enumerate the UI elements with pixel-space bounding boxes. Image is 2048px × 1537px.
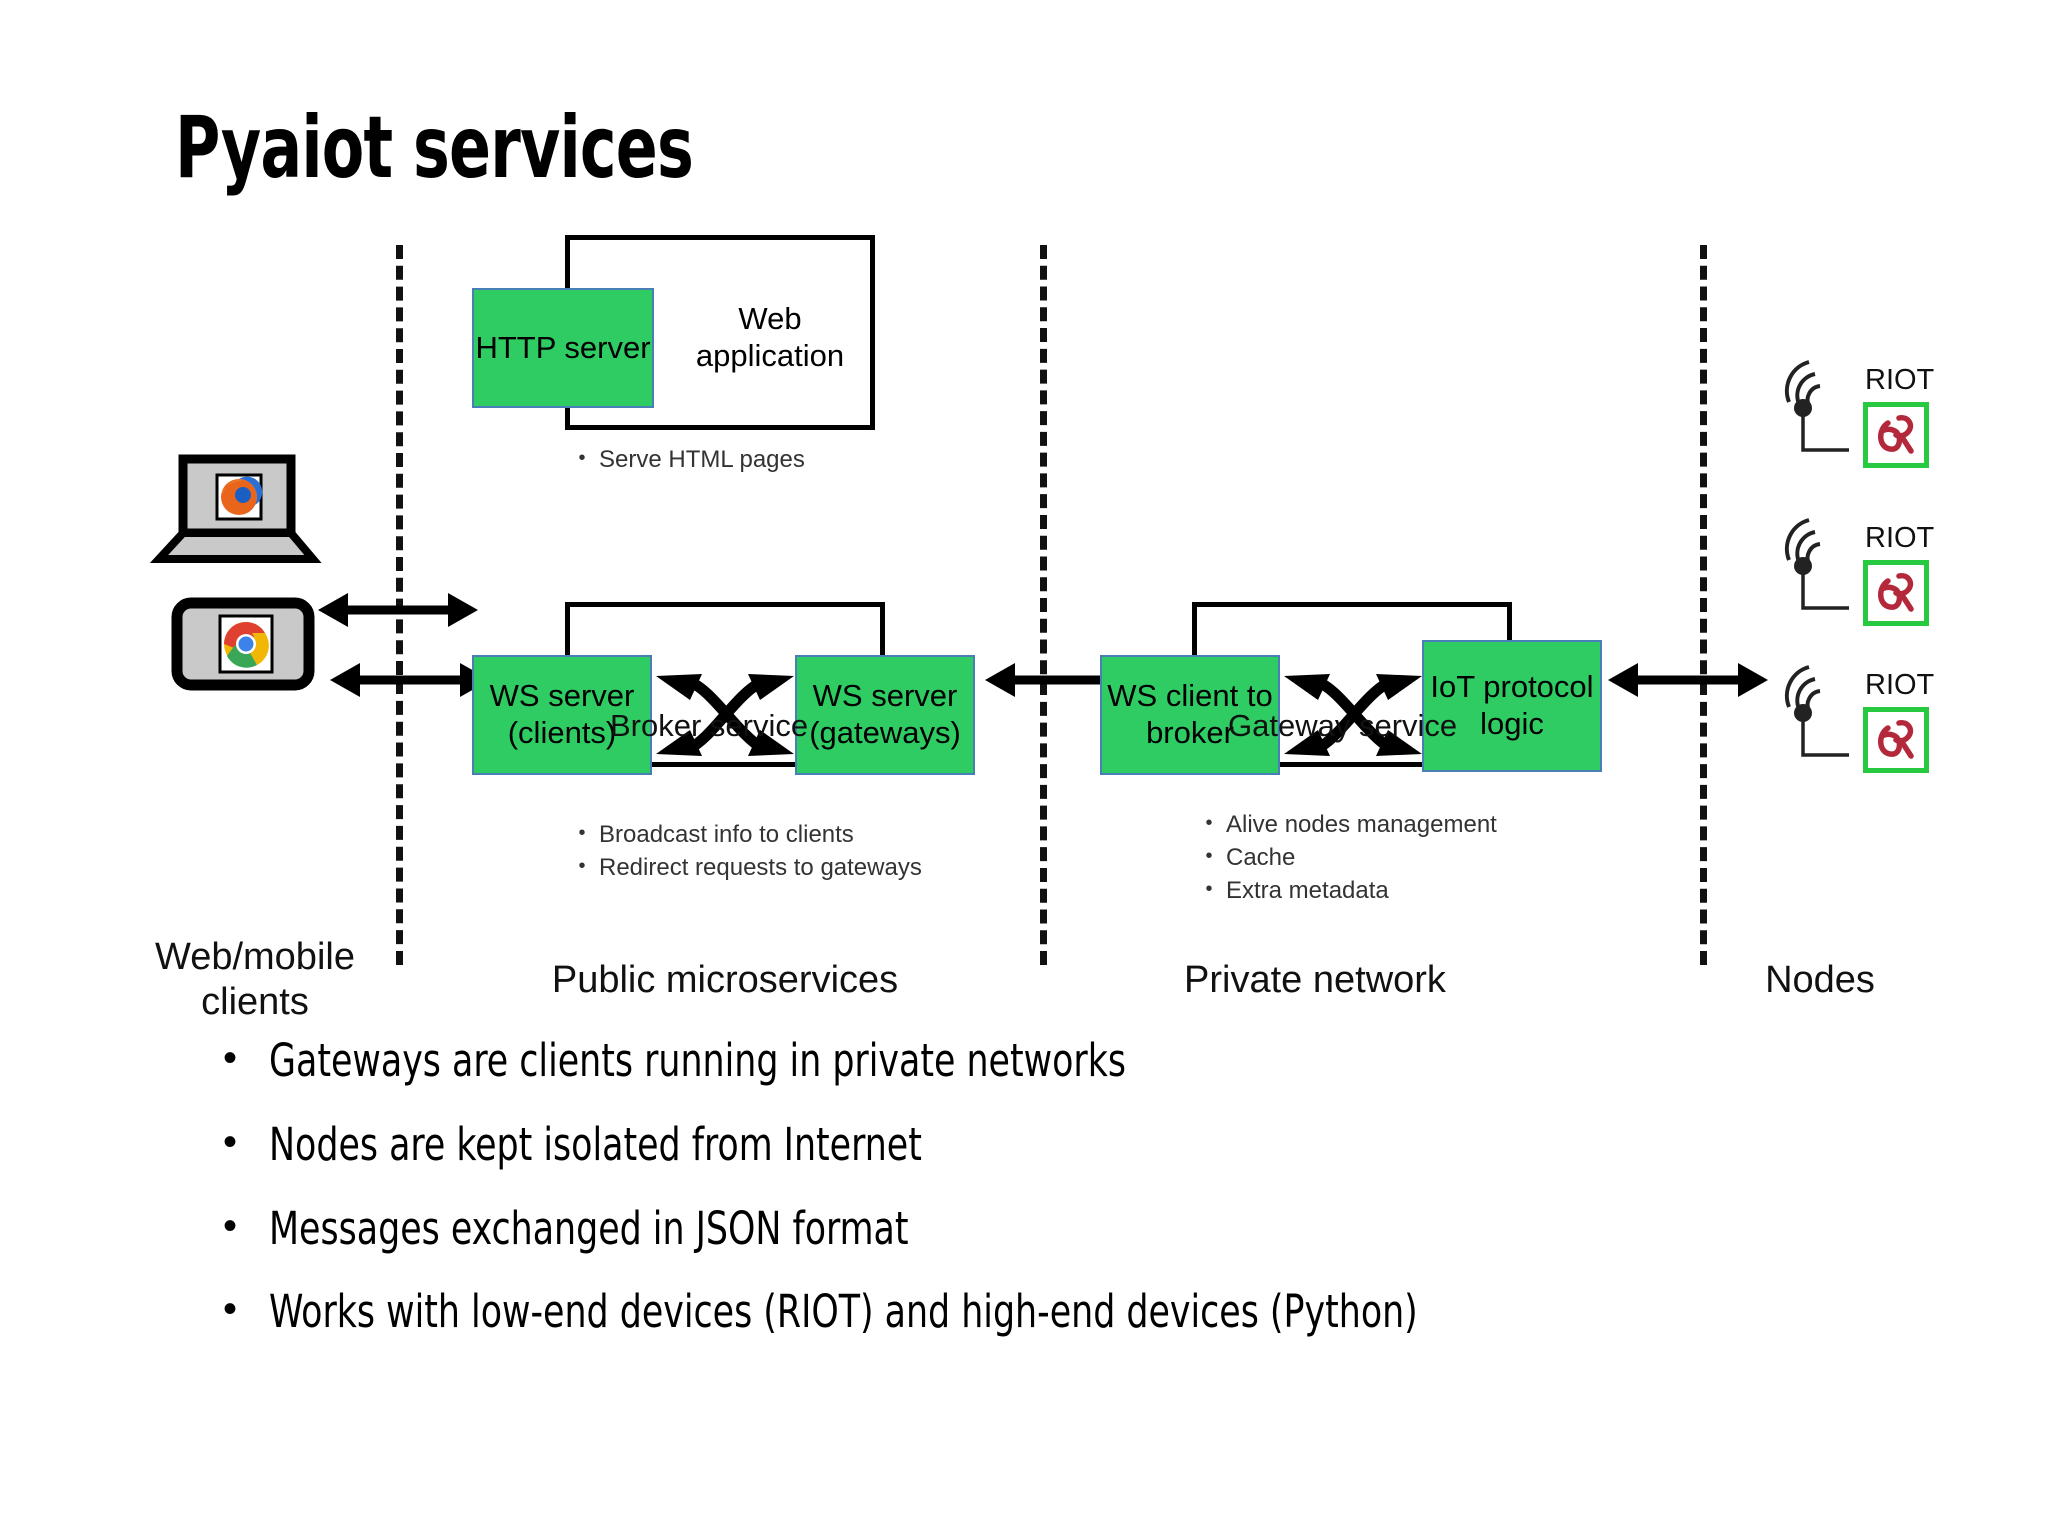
iot-protocol-logic-box: IoT protocol logic <box>1422 640 1602 772</box>
bullet-text: Broadcast info to clients <box>599 821 854 848</box>
divider-public-private <box>1040 245 1047 965</box>
bullet-marker: • <box>1205 812 1213 834</box>
iot-protocol-logic-label: IoT protocol logic <box>1430 669 1594 741</box>
arrow-clients-http <box>318 593 478 627</box>
ws-client-broker-label: WS client to broker <box>1107 678 1273 750</box>
list-item-text: Works with low-end devices (RIOT) and hi… <box>269 1285 1418 1339</box>
riot-node-1: RIOT <box>1755 350 1965 490</box>
laptop-client <box>149 454 322 565</box>
column-caption-private: Private network <box>1184 959 1446 1001</box>
bullet-text: Alive nodes management <box>1226 811 1497 838</box>
ws-server-gateways-box: WS server (gateways) <box>795 655 975 775</box>
crossing-arrows-broker <box>656 674 794 756</box>
list-item-text: Nodes are kept isolated from Internet <box>269 1117 922 1171</box>
bullet-marker: • <box>1205 878 1213 901</box>
broker-service-bullets: • Broadcast info to clients • Redirect req… <box>565 818 922 884</box>
web-application-label: Web application <box>695 301 845 374</box>
ws-server-clients-label: WS server (clients) <box>489 678 635 750</box>
riot-node-label: RIOT <box>1865 522 1935 554</box>
list-item-text: Gateways are clients running in private … <box>269 1034 1127 1087</box>
divider-private-nodes <box>1700 245 1707 965</box>
web-service-bullets: • Serve HTML pages <box>565 443 805 476</box>
key-points-list: • Gateways are clients running in privat… <box>215 1035 1915 1370</box>
bullet-marker: • <box>223 1203 238 1248</box>
gateway-service-bullets: • Alive nodes management • Cache • Extra me… <box>1192 808 1497 907</box>
column-caption-clients: Web/mobile clients <box>155 936 355 1023</box>
riot-node-label: RIOT <box>1865 364 1935 396</box>
list-item: • Gateways are clients running in privat… <box>215 1035 1915 1087</box>
list-item: • Works with low-end devices (RIOT) and … <box>215 1286 1915 1338</box>
riot-logo-icon <box>1878 719 1914 759</box>
http-server-label: HTTP server <box>475 329 651 365</box>
list-item: • Messages exchanged in JSON format <box>215 1201 1915 1255</box>
bullet-text: Extra metadata <box>1226 877 1389 905</box>
page-title: Pyaiot services <box>175 98 694 198</box>
divider-clients-public-2 <box>396 680 403 965</box>
divider-clients-public <box>396 245 403 675</box>
riot-node-3: RIOT <box>1755 655 1965 795</box>
riot-logo-box <box>1863 560 1929 626</box>
list-item: • Nodes are kept isolated from Internet <box>215 1117 1915 1171</box>
column-caption-public: Public microservices <box>551 959 899 1001</box>
riot-node-2: RIOT <box>1755 508 1965 648</box>
ws-server-gateways-label: WS server (gateways) <box>809 678 961 750</box>
http-server-box: HTTP server <box>472 288 654 408</box>
bullet-text: Serve HTML pages <box>599 446 805 473</box>
riot-node-label: RIOT <box>1865 669 1935 701</box>
bullet-marker: • <box>578 855 586 878</box>
column-caption-nodes: Nodes <box>1765 959 1875 1001</box>
riot-logo-icon <box>1878 414 1914 454</box>
bullet-marker: • <box>578 447 586 469</box>
list-item-text: Messages exchanged in JSON format <box>269 1201 909 1255</box>
arrow-clients-ws <box>330 663 490 697</box>
bullet-marker: • <box>223 1119 238 1164</box>
bullet-marker: • <box>223 1036 238 1080</box>
bullet-text: Redirect requests to gateways <box>599 854 922 882</box>
gateway-service-label: Gateway service <box>1228 708 1458 743</box>
tablet-client <box>171 597 315 691</box>
architecture-diagram: HTTP server Web application • Serve HTML … <box>0 235 2048 1023</box>
ws-client-broker-box: WS client to broker <box>1100 655 1280 775</box>
riot-logo-icon <box>1878 572 1914 612</box>
firefox-logo <box>221 476 263 515</box>
crossing-arrows-gateway <box>1284 674 1422 756</box>
bullet-text: Cache <box>1226 844 1296 872</box>
bullet-marker: • <box>223 1287 238 1332</box>
bullet-marker: • <box>578 822 586 844</box>
chrome-logo <box>224 622 269 668</box>
riot-logo-box <box>1863 707 1929 773</box>
arrow-gateway-nodes <box>1608 663 1768 697</box>
ws-server-clients-box: WS server (clients) <box>472 655 652 775</box>
bullet-marker: • <box>1205 845 1213 868</box>
riot-logo-box <box>1863 402 1929 468</box>
broker-service-label: Broker service <box>610 708 809 743</box>
